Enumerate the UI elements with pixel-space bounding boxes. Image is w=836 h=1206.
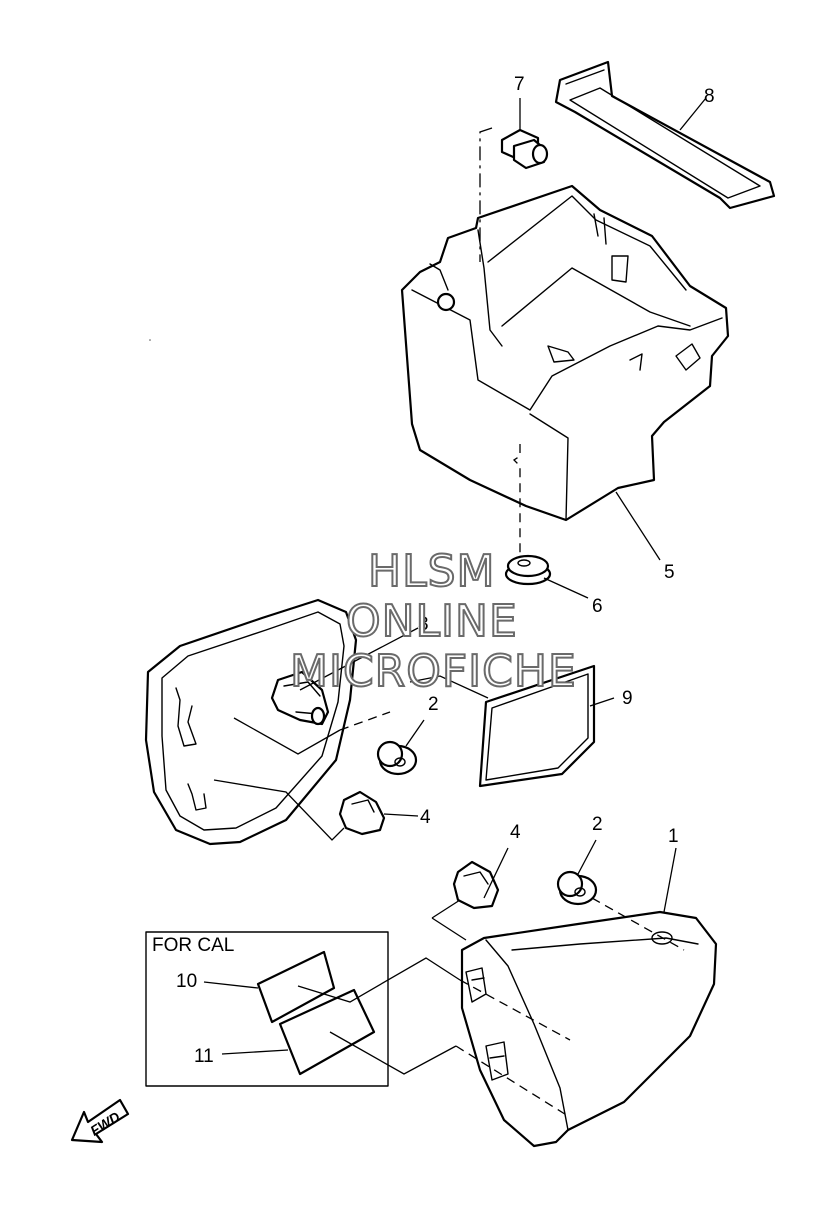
caution-label-part <box>478 664 596 788</box>
callout-part-4-upper: 4 <box>420 807 431 828</box>
battery-box-part <box>400 184 730 522</box>
box-grommet-alignment-line <box>512 444 521 560</box>
callout-part-9: 9 <box>622 688 633 709</box>
callout-part-6: 6 <box>592 596 603 617</box>
upper-grommet-part <box>376 740 418 776</box>
callout-part-10: 10 <box>176 971 197 992</box>
watermark: HLSM ONLINE MICROFICHE <box>289 545 577 698</box>
watermark-line-1: HLSM <box>368 546 496 597</box>
left-side-cover-part <box>144 598 358 846</box>
stray-dot <box>149 339 151 341</box>
lower-grommet-part <box>556 870 598 906</box>
grommet-part <box>504 554 552 586</box>
right-side-cover-part <box>460 910 718 1148</box>
watermark-line-2: ONLINE <box>346 596 518 647</box>
callout-part-5: 5 <box>664 562 675 583</box>
callout-part-2-upper: 2 <box>428 694 439 715</box>
california-inset-box <box>145 931 389 1087</box>
watermark-line-3: MICROFICHE <box>290 646 577 697</box>
callout-part-3: 3 <box>418 614 429 635</box>
callout-part-11: 11 <box>194 1046 214 1067</box>
battery-band-part <box>554 60 776 210</box>
callout-part-8: 8 <box>704 86 715 107</box>
bolt-alignment-line <box>479 127 493 262</box>
forward-direction-arrow: FWD <box>70 1098 130 1144</box>
inset-title: FOR CAL <box>152 935 234 956</box>
callout-part-4-lower: 4 <box>510 822 521 843</box>
callout-part-1: 1 <box>668 826 679 847</box>
callout-part-7: 7 <box>514 74 525 95</box>
bolt-part <box>500 128 549 170</box>
lower-clip-part <box>452 860 500 910</box>
callout-part-2-lower: 2 <box>592 814 603 835</box>
upper-clip-part <box>338 790 386 836</box>
